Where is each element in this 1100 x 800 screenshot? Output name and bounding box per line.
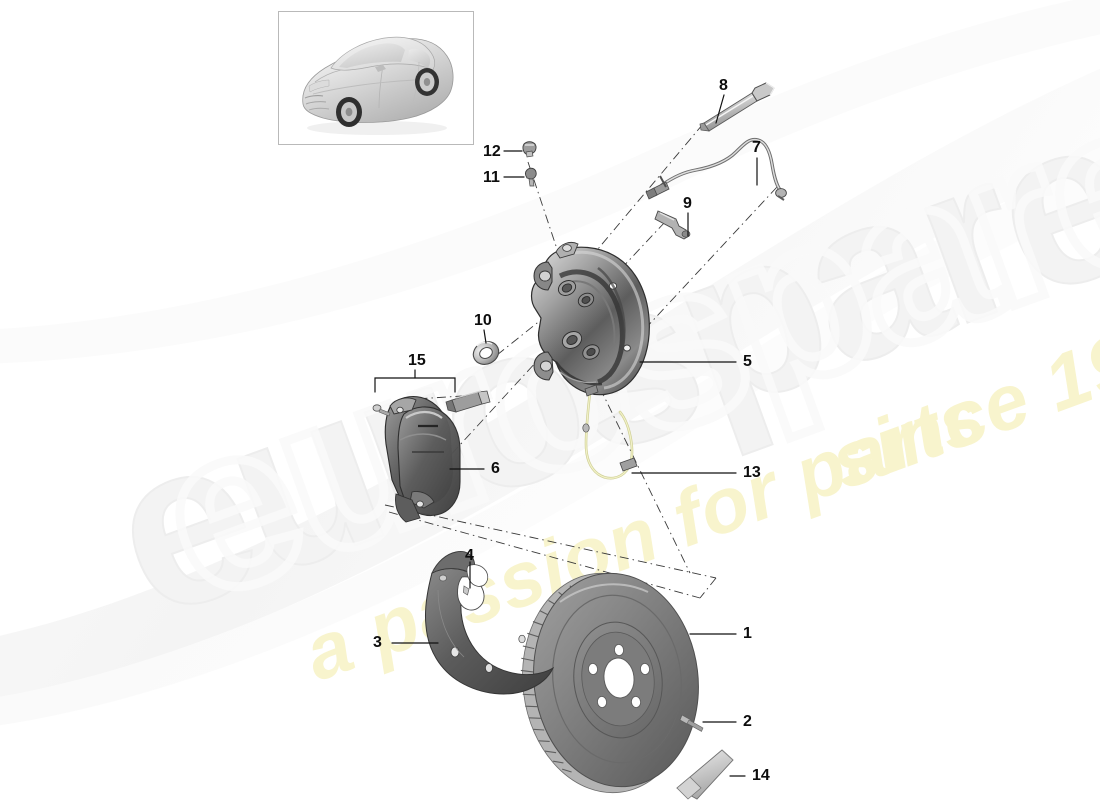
callout-label-5[interactable]: 5 xyxy=(743,353,752,370)
callout-label-7[interactable]: 7 xyxy=(752,139,761,156)
callout-label-9[interactable]: 9 xyxy=(683,195,692,212)
caliper-mounting-bolt xyxy=(699,82,775,132)
callout-label-15[interactable]: 15 xyxy=(408,352,426,369)
brake-hose xyxy=(645,137,787,201)
callout-label-8[interactable]: 8 xyxy=(719,77,728,94)
brake-disc-vented xyxy=(520,572,699,794)
callout-leader-lines xyxy=(374,94,758,777)
callout-label-12[interactable]: 12 xyxy=(483,143,501,160)
callout-label-3[interactable]: 3 xyxy=(373,634,382,651)
callout-label-4[interactable]: 4 xyxy=(465,547,474,564)
callout-label-13[interactable]: 13 xyxy=(743,464,761,481)
bleeder-screw xyxy=(525,167,537,187)
callout-label-2[interactable]: 2 xyxy=(743,713,752,730)
pad-kit-screw xyxy=(372,404,391,417)
callout-label-1[interactable]: 1 xyxy=(743,625,752,642)
lubricant-tube xyxy=(676,749,734,800)
sealing-ring xyxy=(472,341,500,365)
callout-label-14[interactable]: 14 xyxy=(752,767,770,784)
brake-pad-set xyxy=(384,395,461,523)
bleeder-cap xyxy=(522,141,537,158)
pad-kit-pin xyxy=(445,390,491,413)
callout-label-10[interactable]: 10 xyxy=(474,312,492,329)
pad-retaining-kit xyxy=(372,390,491,417)
vehicle-thumbnail-image xyxy=(279,12,473,144)
vehicle-thumbnail-box xyxy=(278,11,474,145)
brake-dust-shield xyxy=(425,551,555,695)
callout-label-6[interactable]: 6 xyxy=(491,460,500,477)
dust-shield-screw xyxy=(439,574,470,596)
callout-label-11[interactable]: 11 xyxy=(483,169,500,186)
disc-retaining-screw xyxy=(679,714,704,732)
brake-caliper xyxy=(530,241,650,396)
wear-sensor-cable xyxy=(582,384,638,480)
